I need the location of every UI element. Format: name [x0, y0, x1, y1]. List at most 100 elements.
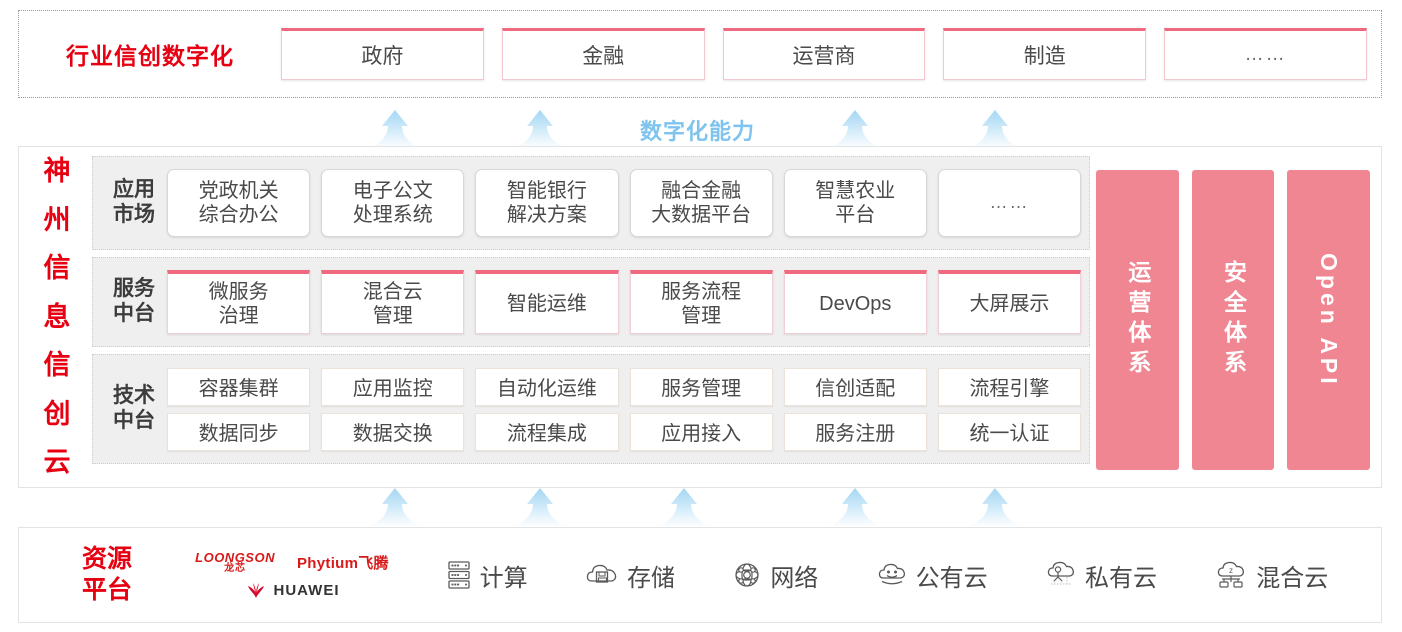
- resource-item-network[interactable]: 网络: [732, 558, 818, 593]
- resource-item-public-cloud[interactable]: 公有云: [876, 558, 988, 593]
- tech-card-container-cluster[interactable]: 容器集群: [167, 367, 311, 406]
- up-arrow-icon: [511, 488, 569, 528]
- resource-platform-title: 资源 平台: [47, 544, 167, 607]
- industry-card-government[interactable]: 政府: [281, 28, 484, 80]
- loongson-logo: LOONGSON 龙芯: [195, 551, 275, 574]
- network-icon: [735, 563, 759, 587]
- technology-card-row: 容器集群 应用监控 自动化运维 服务管理 信创适配 流程引擎: [167, 367, 1082, 406]
- application-card-list: 党政机关 综合办公 电子公文 处理系统 智能银行 解决方案: [167, 169, 1082, 237]
- card-line: 治理: [218, 304, 259, 327]
- card-line: 服务流程: [661, 280, 742, 303]
- hybrid-cloud-icon: z: [1218, 561, 1245, 588]
- tech-card-process-engine[interactable]: 流程引擎: [937, 367, 1082, 406]
- brand-char: 神: [43, 156, 71, 186]
- huawei-logo: HUAWEI: [245, 581, 340, 599]
- resource-item-hybrid-cloud[interactable]: z 混合云: [1214, 558, 1328, 593]
- resource-item-storage[interactable]: 存储: [585, 558, 675, 593]
- layer-technology-platform: 技术 中台 容器集群 应用监控 自动化运维 服务管理 信创适配 流程引擎 数据同…: [92, 354, 1090, 464]
- tech-card-data-exchange[interactable]: 数据交换: [321, 412, 465, 451]
- card-line: 大数据平台: [651, 204, 752, 226]
- up-arrow-icon: [826, 110, 884, 150]
- card-line: 混合云: [362, 280, 423, 303]
- service-card-hybrid-cloud-management[interactable]: 混合云 管理: [321, 270, 465, 334]
- pillar-label: 运营体系: [1124, 260, 1151, 380]
- tech-card-unified-auth[interactable]: 统一认证: [937, 412, 1082, 451]
- up-arrow-icon: [966, 488, 1024, 528]
- up-arrow-icon: [655, 488, 713, 528]
- tech-card-service-management[interactable]: 服务管理: [629, 367, 773, 406]
- brand-char: 州: [43, 204, 71, 235]
- industry-title: 行业信创数字化: [66, 43, 234, 69]
- pillar-operations-system[interactable]: 运营体系: [1096, 170, 1179, 470]
- card-line: 融合金融: [661, 180, 742, 202]
- tech-card-app-access[interactable]: 应用接入: [629, 412, 773, 451]
- loongson-logo-text: LOONGSON: [195, 550, 275, 565]
- card-line: 管理: [372, 304, 413, 327]
- card-line: 电子公文: [352, 180, 433, 202]
- cloud-storage-icon: [586, 564, 617, 583]
- resource-title-line: 平台: [81, 576, 132, 604]
- capability-label: 数字化能力: [640, 119, 756, 144]
- tech-card-xinchuang-adaptation[interactable]: 信创适配: [783, 367, 927, 406]
- brand-char: 息: [43, 301, 71, 332]
- public-cloud-icon: [878, 563, 905, 585]
- technology-card-grid: 容器集群 应用监控 自动化运维 服务管理 信创适配 流程引擎 数据同步 数据交换…: [167, 367, 1082, 451]
- industry-card-finance[interactable]: 金融: [501, 28, 705, 80]
- layer-label-line: 中台: [113, 302, 155, 325]
- brand-char: 信: [43, 253, 71, 283]
- phytium-logo: Phytium飞腾: [296, 555, 389, 572]
- service-card-devops[interactable]: DevOps: [783, 270, 927, 334]
- app-card-more[interactable]: ……: [937, 169, 1082, 237]
- card-line: 平台: [835, 204, 876, 226]
- loongson-logo-cn: 龙芯: [224, 563, 247, 574]
- pillar-open-api[interactable]: Open API: [1287, 170, 1371, 470]
- industry-card-manufacturing[interactable]: 制造: [943, 28, 1147, 80]
- tech-card-app-monitoring[interactable]: 应用监控: [321, 367, 465, 406]
- service-card-intelligent-ops[interactable]: 智能运维: [475, 270, 619, 334]
- app-card-smart-bank[interactable]: 智能银行 解决方案: [475, 169, 619, 237]
- card-line: 管理: [681, 304, 722, 327]
- layer-label-line: 应用: [113, 178, 155, 202]
- tech-card-data-sync[interactable]: 数据同步: [167, 412, 311, 451]
- app-card-finance-bigdata[interactable]: 融合金融 大数据平台: [629, 169, 773, 237]
- up-arrow-icon: [511, 110, 569, 150]
- resource-title-line: 资源: [81, 544, 132, 573]
- technology-card-row: 数据同步 数据交换 流程集成 应用接入 服务注册 统一认证: [167, 412, 1082, 451]
- layer-application-market: 应用 市场 党政机关 综合办公 电子公文 处理系统: [92, 156, 1090, 250]
- pillar-label: Open API: [1316, 252, 1343, 388]
- up-arrow-icon: [366, 488, 424, 528]
- server-icon: [448, 561, 470, 589]
- resource-arrow-band: [0, 488, 1402, 528]
- tech-card-process-integration[interactable]: 流程集成: [475, 412, 619, 451]
- resource-platform-band: 资源 平台 LOONGSON 龙芯 Phytium飞腾 HUAWEI: [18, 527, 1382, 623]
- brand-char: 创: [43, 398, 71, 429]
- card-line: 处理系统: [352, 204, 433, 226]
- resource-item-compute[interactable]: 计算: [446, 558, 528, 593]
- app-card-government-office[interactable]: 党政机关 综合办公: [167, 169, 311, 237]
- pillar-security-system[interactable]: 安全体系: [1191, 170, 1275, 470]
- pillar-label: 安全体系: [1220, 260, 1247, 380]
- card-line: 智慧农业: [815, 180, 896, 202]
- industry-card-operator[interactable]: 运营商: [722, 28, 926, 80]
- industry-card-list: 政府 金融 运营商 制造 ……: [281, 28, 1381, 80]
- app-card-edoc-system[interactable]: 电子公文 处理系统: [321, 169, 465, 237]
- service-card-microservice-governance[interactable]: 微服务 治理: [167, 270, 311, 334]
- resource-item-label: 私有云: [1084, 564, 1157, 592]
- layer-label-technology-platform: 技术 中台: [101, 384, 167, 434]
- brand-char: 云: [43, 447, 71, 477]
- resource-item-private-cloud[interactable]: 私有云: [1045, 558, 1157, 593]
- layer-label-line: 技术: [113, 384, 155, 408]
- card-line: 解决方案: [506, 204, 587, 226]
- resource-item-list: 计算 存储: [417, 558, 1381, 593]
- industry-card-more[interactable]: ……: [1164, 28, 1367, 80]
- service-card-dashboard[interactable]: 大屏展示: [937, 270, 1082, 334]
- tech-card-service-registry[interactable]: 服务注册: [783, 412, 927, 451]
- card-line: 智能银行: [506, 180, 587, 202]
- brand-char: 信: [43, 350, 71, 380]
- layer-label-application-market: 应用 市场: [101, 178, 167, 228]
- app-card-smart-agriculture[interactable]: 智慧农业 平台: [783, 169, 927, 237]
- service-card-process-management[interactable]: 服务流程 管理: [629, 270, 773, 334]
- layer-label-service-platform: 服务 中台: [101, 277, 167, 327]
- tech-card-automated-ops[interactable]: 自动化运维: [475, 367, 619, 406]
